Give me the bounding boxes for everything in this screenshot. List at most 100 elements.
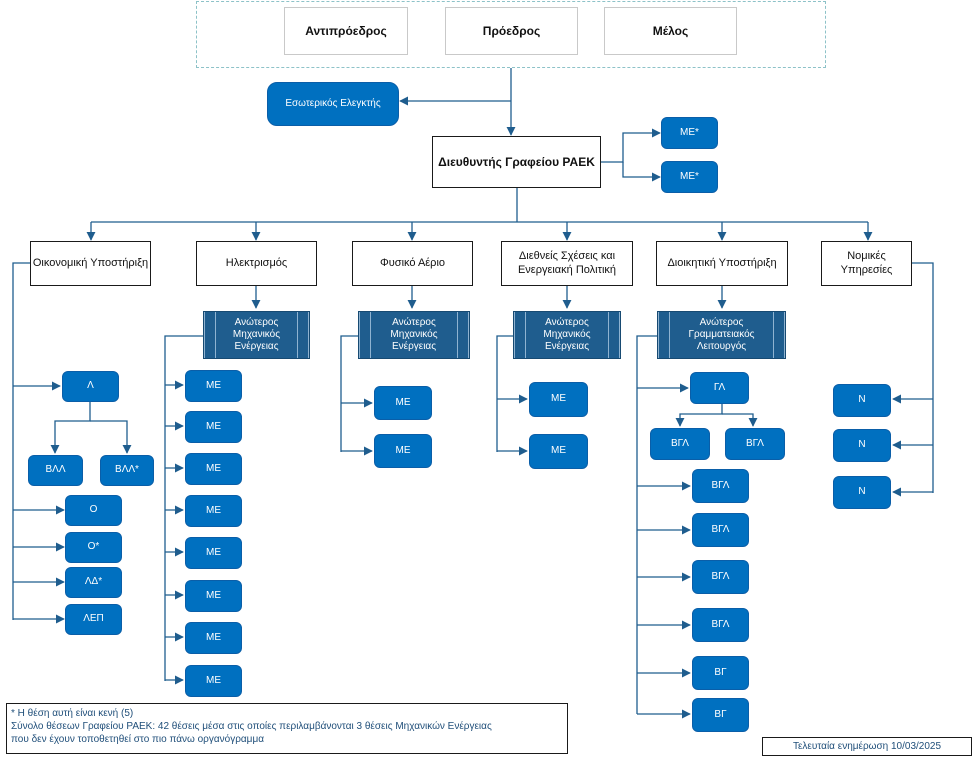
board-chair: Πρόεδρος bbox=[445, 7, 578, 55]
admin-lead: ΓΛ bbox=[690, 372, 749, 404]
admin-senior-secretarial-officer: Ανώτερος Γραμματειακός Λειτουργός bbox=[657, 311, 786, 359]
admin-staff-2-label: ΒΓΛ bbox=[711, 523, 730, 535]
legal-staff-2: Ν bbox=[833, 429, 891, 462]
finance-staff-3-label: ΛΔ* bbox=[84, 576, 103, 588]
admin-staff-4: ΒΓΛ bbox=[692, 608, 749, 642]
admin-staff-5-label: ΒΓ bbox=[714, 666, 727, 678]
finance-sub-1: ΒΛΛ bbox=[28, 455, 83, 486]
dept-legal: Νομικές Υπηρεσίες bbox=[821, 241, 912, 286]
international-senior-engineer: Ανώτερος Μηχανικός Ενέργειας bbox=[513, 311, 621, 359]
dept-admin: Διοικητική Υποστήριξη bbox=[656, 241, 788, 286]
electricity-staff-2: ΜΕ bbox=[185, 411, 242, 443]
gas-senior-engineer: Ανώτερος Μηχανικός Ενέργειας bbox=[358, 311, 470, 359]
electricity-staff-3: ΜΕ bbox=[185, 453, 242, 485]
director-staff-2: ΜΕ* bbox=[661, 161, 718, 193]
international-senior-engineer-label: Ανώτερος Μηχανικός Ενέργειας bbox=[543, 317, 591, 352]
finance-lead-label: Λ bbox=[87, 380, 94, 392]
board-chair-label: Πρόεδρος bbox=[482, 23, 541, 38]
dept-finance: Οικονομική Υποστήριξη bbox=[30, 241, 151, 286]
admin-sub-2: ΒΓΛ bbox=[725, 428, 785, 460]
internal-auditor-label: Εσωτερικός Ελεγκτής bbox=[285, 97, 381, 109]
finance-sub-2-label: ΒΛΛ* bbox=[115, 464, 139, 476]
internal-auditor-box: Εσωτερικός Ελεγκτής bbox=[267, 82, 399, 126]
admin-staff-6-label: ΒΓ bbox=[714, 708, 727, 720]
footnote-total: Σύνολο θέσεων Γραφείου ΡΑΕΚ: 42 θέσεις μ… bbox=[11, 721, 492, 732]
admin-staff-2: ΒΓΛ bbox=[692, 513, 749, 547]
electricity-staff-4-label: ΜΕ bbox=[206, 504, 221, 516]
admin-staff-4-label: ΒΓΛ bbox=[711, 618, 730, 630]
dept-gas-title: Φυσικό Αέριο bbox=[379, 256, 446, 269]
footnote-vacancy: * Η θέση αυτή είναι κενή (5) bbox=[11, 708, 134, 719]
board-vice-chair: Αντιπρόεδρος bbox=[284, 7, 408, 55]
dept-electricity-title: Ηλεκτρισμός bbox=[225, 256, 288, 269]
gas-staff-2-label: ΜΕ bbox=[395, 444, 411, 456]
dept-international: Διεθνείς Σχέσεις και Ενεργειακή Πολιτική bbox=[501, 241, 633, 286]
board-vice-chair-label: Αντιπρόεδρος bbox=[305, 23, 387, 38]
electricity-staff-5-label: ΜΕ bbox=[206, 546, 221, 558]
international-staff-1-label: ΜΕ bbox=[551, 393, 566, 405]
electricity-staff-1-label: ΜΕ bbox=[206, 379, 221, 391]
gas-staff-2: ΜΕ bbox=[374, 434, 432, 468]
admin-sub-1-label: ΒΓΛ bbox=[671, 437, 689, 449]
finance-sub-2: ΒΛΛ* bbox=[100, 455, 154, 486]
finance-staff-2-label: Ο* bbox=[87, 541, 100, 553]
electricity-staff-7-label: ΜΕ bbox=[206, 631, 221, 643]
dept-international-title: Διεθνείς Σχέσεις και Ενεργειακή Πολιτική bbox=[517, 249, 617, 276]
admin-staff-1-label: ΒΓΛ bbox=[711, 479, 730, 491]
legal-staff-1: Ν bbox=[833, 384, 891, 417]
legal-staff-1-label: Ν bbox=[858, 394, 866, 406]
finance-staff-4: ΛΕΠ bbox=[65, 604, 122, 635]
finance-staff-1-label: Ο bbox=[89, 504, 98, 516]
gas-senior-engineer-label: Ανώτερος Μηχανικός Ενέργειας bbox=[390, 317, 438, 352]
electricity-staff-1: ΜΕ bbox=[185, 370, 242, 402]
electricity-staff-3-label: ΜΕ bbox=[206, 462, 221, 474]
last-updated: Τελευταία ενημέρωση 10/03/2025 bbox=[762, 737, 972, 756]
director-staff-1: ΜΕ* bbox=[661, 117, 718, 149]
electricity-staff-6-label: ΜΕ bbox=[206, 589, 221, 601]
footnote-total-cont: που δεν έχουν τοποθετηθεί στο πιο πάνω ο… bbox=[11, 734, 264, 745]
international-staff-1: ΜΕ bbox=[529, 382, 588, 417]
electricity-staff-8-label: ΜΕ bbox=[206, 674, 221, 686]
admin-staff-3-label: ΒΓΛ bbox=[711, 570, 730, 582]
electricity-staff-7: ΜΕ bbox=[185, 622, 242, 654]
finance-staff-3: ΛΔ* bbox=[65, 567, 122, 598]
legal-staff-3: Ν bbox=[833, 476, 891, 509]
director-staff-2-label: ΜΕ* bbox=[680, 170, 699, 182]
electricity-senior-engineer-label: Ανώτερος Μηχανικός Ενέργειας bbox=[232, 317, 281, 352]
dept-legal-title: Νομικές Υπηρεσίες bbox=[840, 249, 893, 276]
finance-staff-1: Ο bbox=[65, 495, 122, 526]
electricity-staff-6: ΜΕ bbox=[185, 580, 242, 612]
board-frame bbox=[196, 1, 826, 68]
admin-staff-1: ΒΓΛ bbox=[692, 469, 749, 503]
gas-staff-1: ΜΕ bbox=[374, 386, 432, 420]
dept-electricity: Ηλεκτρισμός bbox=[196, 241, 317, 286]
board-member: Μέλος bbox=[604, 7, 737, 55]
international-staff-2-label: ΜΕ bbox=[551, 445, 566, 457]
electricity-staff-8: ΜΕ bbox=[185, 665, 242, 697]
admin-staff-6: ΒΓ bbox=[692, 698, 749, 732]
director-box: Διευθυντής Γραφείου ΡΑΕΚ bbox=[432, 136, 601, 188]
legal-staff-3-label: Ν bbox=[858, 486, 866, 498]
electricity-senior-engineer: Ανώτερος Μηχανικός Ενέργειας bbox=[203, 311, 310, 359]
board-member-label: Μέλος bbox=[652, 23, 689, 38]
admin-lead-label: ΓΛ bbox=[713, 381, 726, 393]
admin-staff-3: ΒΓΛ bbox=[692, 560, 749, 594]
legal-staff-2-label: Ν bbox=[858, 439, 866, 451]
gas-staff-1-label: ΜΕ bbox=[395, 396, 411, 408]
dept-finance-title: Οικονομική Υποστήριξη bbox=[32, 256, 149, 269]
last-updated-label: Τελευταία ενημέρωση 10/03/2025 bbox=[792, 741, 942, 752]
director-staff-1-label: ΜΕ* bbox=[680, 126, 699, 138]
electricity-staff-2-label: ΜΕ bbox=[206, 420, 221, 432]
admin-sub-2-label: ΒΓΛ bbox=[746, 437, 764, 449]
electricity-staff-4: ΜΕ bbox=[185, 495, 242, 527]
electricity-staff-5: ΜΕ bbox=[185, 537, 242, 569]
finance-sub-1-label: ΒΛΛ bbox=[45, 464, 66, 476]
international-staff-2: ΜΕ bbox=[529, 434, 588, 469]
admin-staff-5: ΒΓ bbox=[692, 656, 749, 690]
finance-staff-2: Ο* bbox=[65, 532, 122, 563]
admin-sub-1: ΒΓΛ bbox=[650, 428, 710, 460]
finance-lead: Λ bbox=[62, 371, 119, 402]
director-label: Διευθυντής Γραφείου ΡΑΕΚ bbox=[438, 154, 595, 169]
